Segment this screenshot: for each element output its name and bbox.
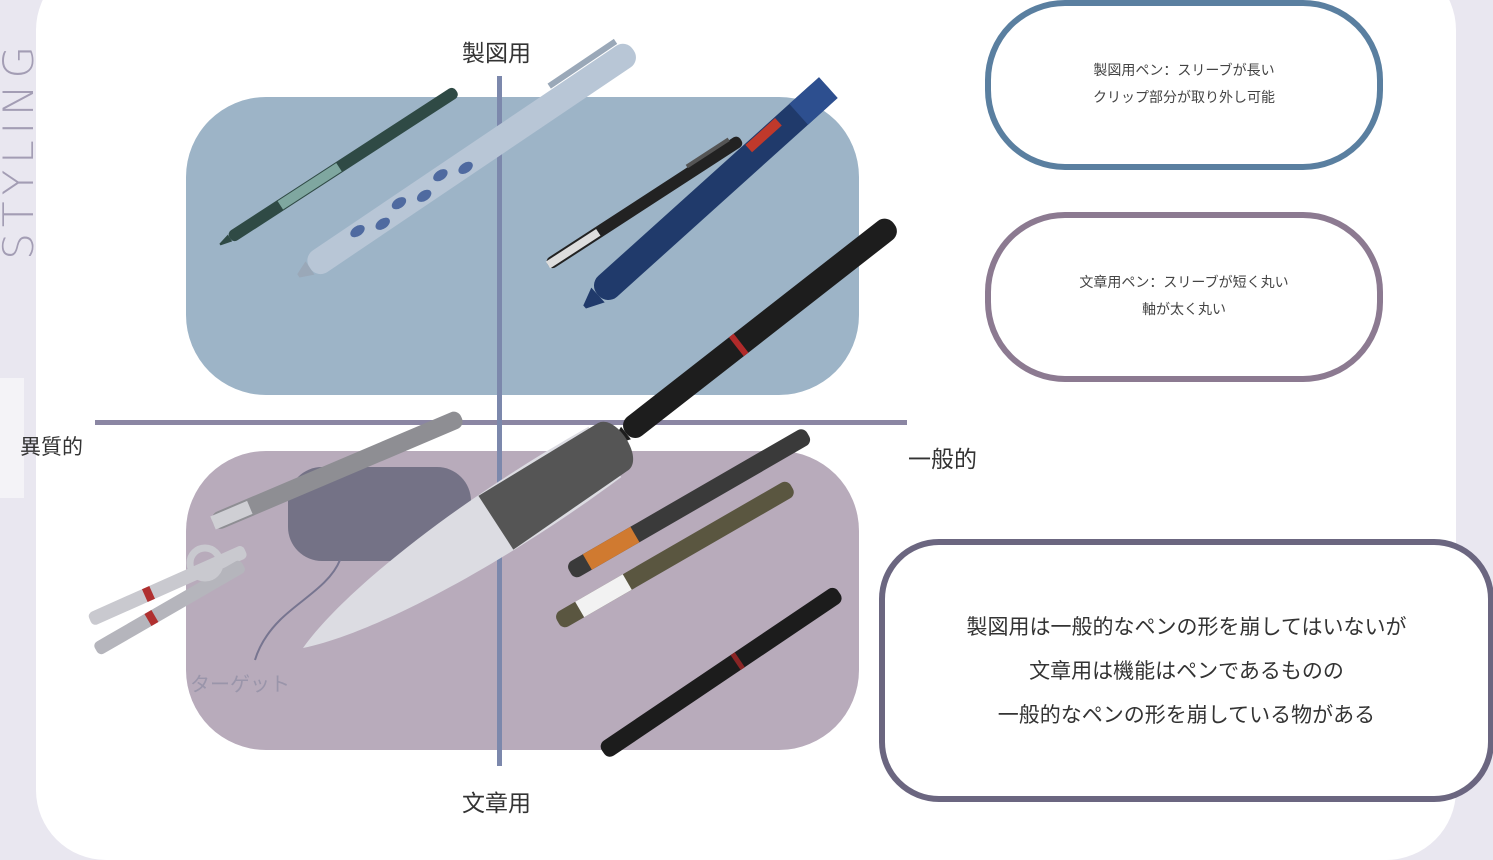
target-label: ターゲット: [190, 672, 290, 696]
note-writing-line-2: 軸が太く丸い: [1141, 302, 1226, 318]
pen-faber-castell: [303, 421, 634, 648]
note-writing: 文章用ペン：スリーブが短く丸い 軸が太く丸い: [985, 212, 1383, 382]
target-connector-line: [254, 559, 341, 661]
pen-dark-green: [219, 87, 458, 246]
axis-label-top: 製図用: [462, 41, 531, 67]
pen-black-matte: [600, 587, 842, 757]
note-summary-line-2: 文章用は機能はペンであるものの: [1029, 658, 1344, 683]
note-summary: 製図用は一般的なペンの形を崩してはいないが 文章用は機能はペンであるものの 一般…: [879, 539, 1493, 802]
axis-label-left: 異質的: [20, 435, 83, 459]
pen-olive-clear: [556, 481, 794, 628]
note-drafting: 製図用ペン：スリーブが長い クリップ部分が取り外し可能: [985, 0, 1383, 170]
pen-navy: [583, 77, 838, 309]
pen-illustrations: [88, 38, 897, 757]
vertical-axis: [497, 76, 502, 766]
side-tab: [0, 0, 24, 821]
pen-grey-slim: [210, 411, 463, 530]
axis-label-bottom: 文章用: [462, 791, 531, 817]
side-tab-notch: [0, 378, 24, 498]
pen-black-slim: [545, 136, 743, 269]
pen-compass: [88, 544, 247, 655]
note-drafting-line-1: 製図用ペン：スリーブが長い: [1093, 63, 1275, 79]
note-summary-line-1: 製図用は一般的なペンの形を崩してはいないが: [966, 614, 1407, 639]
axis-label-right: 一般的: [908, 447, 977, 473]
note-drafting-line-2: クリップ部分が取り外し可能: [1093, 90, 1275, 106]
note-writing-line-1: 文章用ペン：スリーブが短く丸い: [1079, 275, 1289, 291]
pen-orange-clear: [568, 429, 811, 578]
note-summary-line-3: 一般的なペンの形を崩している物がある: [997, 702, 1376, 727]
pen-silver-grip: [297, 38, 636, 278]
